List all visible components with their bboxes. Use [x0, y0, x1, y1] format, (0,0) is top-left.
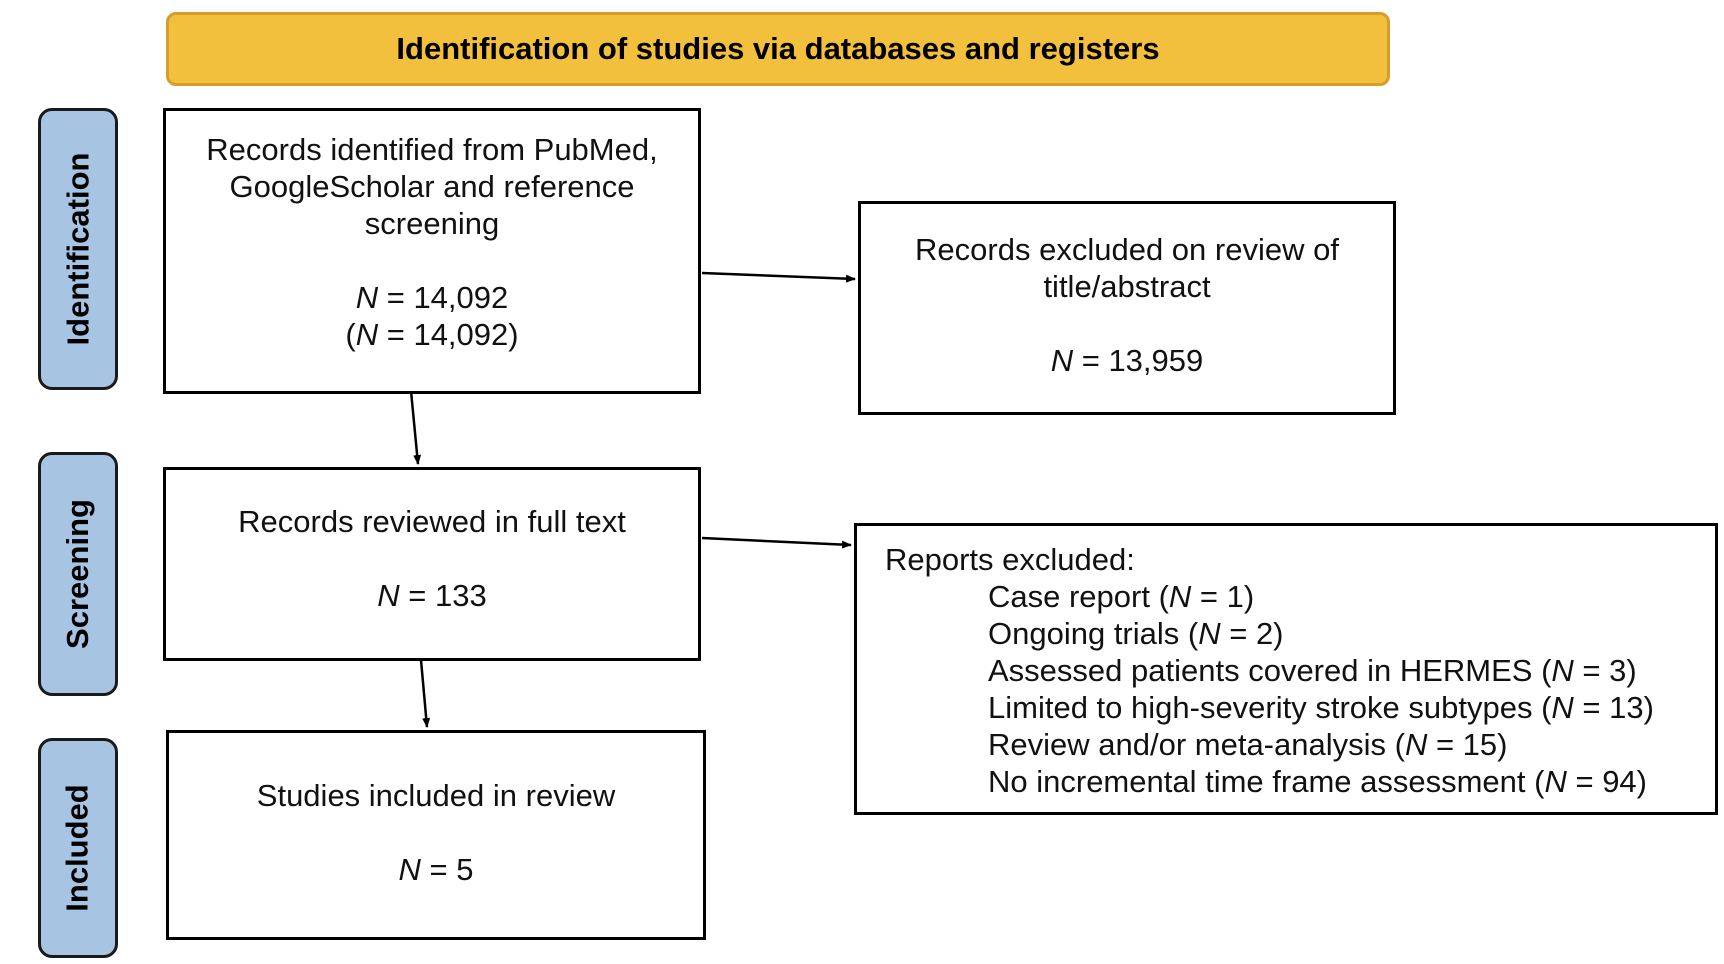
n-symbol: N — [1544, 764, 1567, 799]
records-excluded-line2: title/abstract — [1043, 269, 1211, 304]
reason-label: No incremental time frame assessment ( — [988, 764, 1545, 799]
reason-count: = 1) — [1191, 579, 1255, 614]
phase-label-screening: Screening — [38, 452, 118, 696]
records-identified-line3: screening — [364, 206, 500, 241]
records-identified-box: Records identified from PubMed, GoogleSc… — [163, 108, 701, 394]
records-full-text-box: Records reviewed in full text N = 133 — [163, 467, 701, 661]
records-excluded-count: N = 13,959 — [861, 342, 1393, 379]
reports-excluded-box: Reports excluded: Case report (N = 1)Ong… — [854, 523, 1718, 815]
phase-label-identification: Identification — [38, 108, 118, 390]
arrow-fulltext-to-reports-excluded — [701, 536, 852, 549]
studies-included-box: Studies included in review N = 5 — [166, 730, 706, 940]
count-value: = 5 — [420, 852, 474, 887]
exclusion-reason-item: Case report (N = 1) — [988, 578, 1715, 615]
reason-label: Case report ( — [988, 579, 1169, 614]
records-excluded-line1: Records excluded on review of — [915, 232, 1339, 267]
n-symbol: N — [377, 578, 400, 613]
n-symbol: N — [1551, 690, 1574, 725]
n-symbol: N — [355, 280, 379, 315]
exclusion-reason-item: Assessed patients covered in HERMES (N =… — [988, 652, 1715, 689]
exclusion-reason-item: Ongoing trials (N = 2) — [988, 615, 1715, 652]
phase-identification-text: Identification — [60, 152, 96, 346]
exclusion-reason-item: Review and/or meta-analysis (N = 15) — [988, 726, 1715, 763]
reason-label: Review and/or meta-analysis ( — [988, 727, 1405, 762]
n-symbol: N — [1198, 616, 1221, 651]
banner-title: Identification of studies via databases … — [396, 31, 1160, 66]
exclusion-reason-item: Limited to high-severity stroke subtypes… — [988, 689, 1715, 726]
phase-included-text: Included — [60, 784, 96, 912]
studies-included-line1: Studies included in review — [256, 778, 616, 813]
n-symbol: N — [1404, 727, 1428, 762]
count-value: = 14,092) — [378, 317, 519, 352]
arrow-identified-to-excluded — [701, 271, 856, 283]
reason-label: Limited to high-severity stroke subtypes… — [988, 690, 1552, 725]
reports-excluded-heading: Reports excluded: — [885, 542, 1135, 577]
n-symbol: N — [398, 852, 421, 887]
count-value: = 13,959 — [1073, 343, 1204, 378]
n-symbol: N — [1050, 343, 1074, 378]
records-identified-count: N = 14,092 — [166, 279, 698, 316]
n-symbol: N — [1168, 579, 1192, 614]
records-identified-line1: Records identified from PubMed, — [206, 132, 658, 167]
phase-screening-text: Screening — [60, 499, 96, 649]
arrow-fulltext-to-included — [419, 659, 431, 728]
n-symbol: N — [1551, 653, 1574, 688]
reason-label: Ongoing trials ( — [988, 616, 1199, 651]
n-symbol: N — [355, 317, 379, 352]
reason-label: Assessed patients covered in HERMES ( — [988, 653, 1552, 688]
identification-banner: Identification of studies via databases … — [166, 12, 1390, 86]
reason-count: = 13) — [1573, 690, 1654, 725]
studies-included-count: N = 5 — [169, 851, 703, 888]
count-value: = 14,092 — [378, 280, 509, 315]
exclusion-reason-item: No incremental time frame assessment (N … — [988, 763, 1715, 800]
records-identified-line2: GoogleScholar and reference — [229, 169, 635, 204]
records-identified-count-repeat: (N = 14,092) — [166, 316, 698, 353]
count-value: = 133 — [399, 578, 487, 613]
arrow-identified-to-fulltext — [409, 390, 422, 465]
open-paren: ( — [345, 317, 356, 352]
exclusion-reasons-list: Case report (N = 1)Ongoing trials (N = 2… — [885, 578, 1715, 800]
records-full-text-line1: Records reviewed in full text — [238, 504, 626, 539]
reason-count: = 94) — [1566, 764, 1647, 799]
records-full-text-count: N = 133 — [166, 577, 698, 614]
reason-count: = 2) — [1220, 616, 1284, 651]
reason-count: = 15) — [1427, 727, 1508, 762]
records-excluded-title-abstract-box: Records excluded on review of title/abst… — [858, 201, 1396, 415]
reason-count: = 3) — [1573, 653, 1637, 688]
phase-label-included: Included — [38, 738, 118, 958]
